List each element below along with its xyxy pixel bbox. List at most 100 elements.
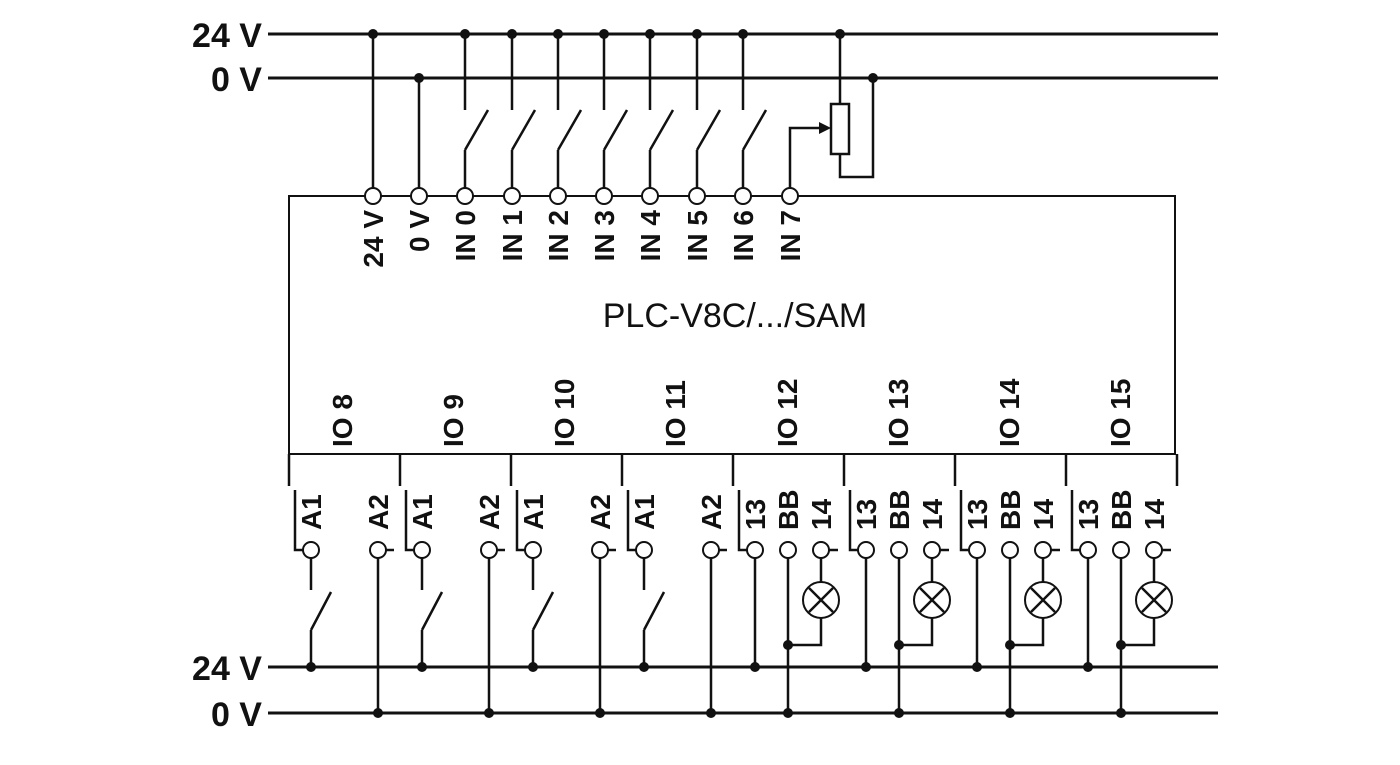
lamp-return <box>788 618 823 647</box>
terminal-13 <box>746 541 764 559</box>
rail-label-bottom-24v: 24 V <box>192 650 262 688</box>
terminal-14 <box>812 541 830 559</box>
io-label-10: IO 10 <box>549 379 580 447</box>
terminal-13 <box>857 541 875 559</box>
channel-terminal-label: A2 <box>363 494 394 530</box>
lamp-return <box>1121 618 1156 647</box>
junction-dot <box>484 708 494 718</box>
terminal-a2 <box>369 541 387 559</box>
junction-dot <box>894 708 904 718</box>
junction-dot <box>894 640 904 650</box>
channel-terminal-label: A1 <box>518 494 549 530</box>
io-label-11: IO 11 <box>660 380 691 447</box>
io-label-12: IO 12 <box>772 379 803 447</box>
channel-terminal-label: BB <box>773 490 804 530</box>
io-label-13: IO 13 <box>883 379 914 447</box>
terminal-label-in5: IN 5 <box>682 210 713 261</box>
channel-terminal-label: A2 <box>696 494 727 530</box>
channel-terminal-label: A1 <box>296 494 327 530</box>
channel-terminal-label: 14 <box>1028 498 1059 530</box>
bracket <box>737 490 747 552</box>
channel-terminal-label: A1 <box>629 494 660 530</box>
input-switch <box>531 558 555 667</box>
terminal-label-in1: IN 1 <box>497 210 528 261</box>
terminal-14 <box>1034 541 1052 559</box>
io-label-8: IO 8 <box>327 394 358 447</box>
top-terminal-labels: 24 V 0 V IN 0 IN 1 IN 2 IN 3 IN 4 IN 5 I… <box>358 210 806 268</box>
rail-label-top-0v: 0 V <box>211 61 262 99</box>
terminal-label-in0: IN 0 <box>450 210 481 261</box>
lamp-return <box>1010 618 1045 647</box>
io-label-14: IO 14 <box>994 378 1025 447</box>
terminal-label-in4: IN 4 <box>635 210 666 262</box>
terminal-bb <box>1112 541 1130 559</box>
junction-dot <box>1083 662 1093 672</box>
junction-dot <box>783 640 793 650</box>
terminal-bb <box>890 541 908 559</box>
terminal-a1 <box>635 541 653 559</box>
terminal-label-in6: IN 6 <box>728 210 759 261</box>
junction-dot <box>783 708 793 718</box>
junction-dot <box>639 662 649 672</box>
junction-dot <box>528 662 538 672</box>
terminal-label-in3: IN 3 <box>589 210 620 261</box>
io-channel-labels: IO 8 IO 9 IO 10 IO 11 IO 12 IO 13 IO 14 … <box>327 378 1136 447</box>
terminal-13 <box>1079 541 1097 559</box>
channel-terminal-label: 13 <box>962 499 993 530</box>
bracket <box>404 490 414 552</box>
lamp-cross <box>1141 587 1167 613</box>
supply-rails: 24 V 0 V 24 V 0 V <box>192 17 1218 734</box>
input-switch <box>309 558 333 667</box>
lamp-cross <box>919 587 945 613</box>
bracket <box>1070 490 1080 552</box>
terminal-a2 <box>591 541 609 559</box>
channel-terminal-label: A2 <box>474 494 505 530</box>
channel-terminal-label: 14 <box>1139 498 1170 530</box>
terminal-14 <box>1145 541 1163 559</box>
junction-dot <box>1005 640 1015 650</box>
terminal-label-in2: IN 2 <box>543 210 574 261</box>
junction-dot <box>373 708 383 718</box>
junction-dot <box>595 708 605 718</box>
io-label-15: IO 15 <box>1105 379 1136 447</box>
junction-dot <box>750 662 760 672</box>
terminal-13 <box>968 541 986 559</box>
terminal-a1 <box>413 541 431 559</box>
terminal-a1 <box>302 541 320 559</box>
channel-terminal-label: 14 <box>917 498 948 530</box>
junction-dot <box>972 662 982 672</box>
channel-terminal-label: 13 <box>1073 499 1104 530</box>
input-wiring <box>364 29 878 205</box>
channel-terminal-label: BB <box>1106 490 1137 530</box>
channel-terminal-label: A1 <box>407 494 438 530</box>
terminal-label-in7: IN 7 <box>775 210 806 261</box>
channel-terminal-label: BB <box>884 490 915 530</box>
bracket <box>293 490 303 552</box>
channel-terminal-label: 13 <box>851 499 882 530</box>
terminal-bb <box>1001 541 1019 559</box>
junction-dot <box>1116 640 1126 650</box>
junction-dot <box>306 662 316 672</box>
channel-terminal-label: A2 <box>585 494 616 530</box>
bracket <box>515 490 525 552</box>
channel-terminal-label: 13 <box>740 499 771 530</box>
input-switch <box>642 558 666 667</box>
io-label-9: IO 9 <box>438 394 469 447</box>
input-switch <box>420 558 444 667</box>
junction-dot <box>417 662 427 672</box>
lamp-cross <box>1030 587 1056 613</box>
module-model: PLC-V8C/.../SAM <box>603 297 868 335</box>
junction-dot <box>1116 708 1126 718</box>
terminal-a1 <box>524 541 542 559</box>
junction-dot <box>861 662 871 672</box>
junction-dot <box>1005 708 1015 718</box>
rail-label-bottom-0v: 0 V <box>211 696 262 734</box>
terminal-a2 <box>702 541 720 559</box>
lamp-return <box>899 618 934 647</box>
terminal-label-24v: 24 V <box>358 210 389 268</box>
channel-terminal-label: 14 <box>806 498 837 530</box>
channel-terminal-label: BB <box>995 490 1026 530</box>
bracket <box>848 490 858 552</box>
